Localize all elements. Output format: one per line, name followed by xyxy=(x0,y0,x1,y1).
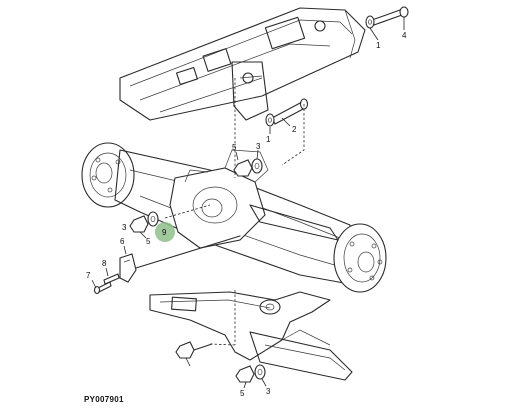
callout-1-mid: 1 xyxy=(266,135,271,144)
upper-bolt-assembly xyxy=(365,6,409,41)
callout-5-lower: 5 xyxy=(240,389,245,398)
callout-7: 7 xyxy=(86,271,91,280)
upper-frame xyxy=(119,7,366,121)
callout-9: 9 xyxy=(162,228,167,237)
upper-nut-assembly xyxy=(233,149,263,177)
callout-1-top: 1 xyxy=(376,41,381,50)
callout-5-upper: 5 xyxy=(232,143,237,152)
callout-8: 8 xyxy=(102,259,107,268)
lower-left-nut xyxy=(175,341,213,367)
axle-assembly xyxy=(81,78,387,345)
lower-frame xyxy=(149,291,353,381)
lower-right-nut-assembly xyxy=(235,364,267,389)
callout-2: 2 xyxy=(292,125,297,134)
diagram-reference-code: PY007901 xyxy=(84,395,124,404)
callout-3-upper: 3 xyxy=(256,142,261,151)
callout-4: 4 xyxy=(402,31,407,40)
callout-3-left: 3 xyxy=(122,223,127,232)
highlight-marker xyxy=(155,222,175,242)
callout-6: 6 xyxy=(120,237,125,246)
bracket-assembly xyxy=(91,235,241,295)
left-nut-assembly xyxy=(129,204,211,239)
callout-3-lower: 3 xyxy=(266,387,271,396)
callout-5-left: 5 xyxy=(146,237,151,246)
center-bolt-assembly xyxy=(265,98,309,166)
